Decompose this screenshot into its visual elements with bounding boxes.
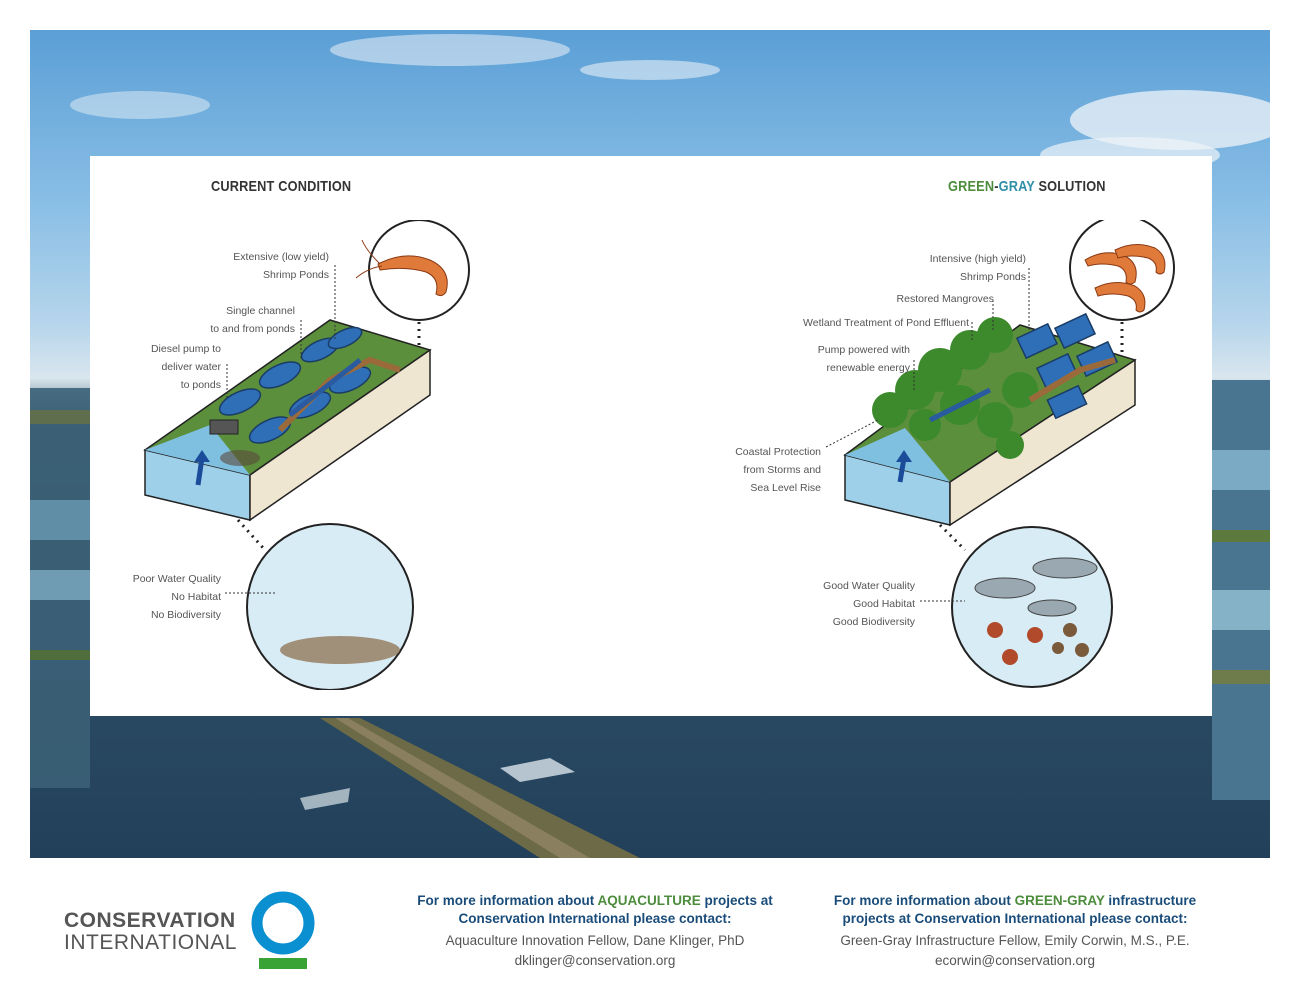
contact-greengray: For more information about GREEN-GRAY in… (805, 892, 1225, 970)
label-diesel-pump: Diesel pump to deliver water to ponds (151, 340, 221, 394)
logo-line-2: INTERNATIONAL (64, 931, 237, 954)
label-line: Shrimp Ponds (263, 269, 329, 281)
contact-greengray-line1: For more information about GREEN-GRAY in… (805, 892, 1225, 910)
contact-aquaculture: For more information about AQUACULTURE p… (395, 892, 795, 970)
label-line: Poor Water Quality (132, 573, 221, 585)
label-pump-renewable: Pump powered with renewable energy (818, 341, 910, 377)
label-extensive-ponds: Extensive (low yield) Shrimp Ponds (233, 248, 329, 284)
contact-greengray-line2: projects at Conservation International p… (842, 911, 1188, 926)
label-line: Good Habitat (853, 598, 915, 610)
green-gray-solution-heading: GREEN-GRAY SOLUTION (948, 178, 1106, 195)
highlight-greengray: GREEN-GRAY (1014, 893, 1105, 908)
label-line: from Storms and (743, 464, 821, 476)
label-line: Coastal Protection (735, 446, 821, 458)
line-text: For more information about (417, 893, 598, 908)
fish-icon (974, 557, 1098, 617)
contact-aquaculture-name: Aquaculture Innovation Fellow, Dane Klin… (445, 933, 745, 948)
label-coastal-protection: Coastal Protection from Storms and Sea L… (735, 443, 821, 497)
highlight-aquaculture: AQUACULTURE (597, 893, 701, 908)
contact-aquaculture-email[interactable]: dklinger@conservation.org (514, 953, 676, 968)
contact-greengray-name: Green-Gray Infrastructure Fellow, Emily … (840, 933, 1190, 948)
heading-green-word: GREEN (948, 178, 995, 195)
heading-gray-word: GRAY (998, 178, 1035, 195)
label-line: Single channel (226, 305, 295, 317)
shrimp-icon (355, 239, 448, 297)
label-line: Intensive (high yield) (929, 253, 1026, 265)
contact-aquaculture-line2: Conservation International please contac… (458, 911, 732, 926)
label-line: renewable energy (826, 362, 910, 374)
label-single-channel: Single channel to and from ponds (210, 302, 295, 338)
heading-dash: - (994, 178, 999, 195)
crab-icon (987, 622, 1043, 665)
current-condition-illustration (143, 220, 470, 690)
label-intensive-ponds: Intensive (high yield) Shrimp Ponds (930, 250, 1026, 286)
shellfish-icon (1052, 623, 1089, 657)
line-text: projects at (700, 893, 773, 908)
label-line: Good Water Quality (823, 580, 915, 592)
label-good-water: Good Water Quality Good Habitat Good Bio… (823, 577, 915, 631)
ci-logo-wordmark: CONSERVATION INTERNATIONAL (64, 910, 237, 954)
label-line: Good Biodiversity (832, 616, 915, 628)
aerial-scene (30, 34, 1270, 858)
label-restored-mangroves: Restored Mangroves (896, 293, 994, 305)
contact-greengray-email[interactable]: ecorwin@conservation.org (934, 953, 1096, 968)
label-line: No Biodiversity (150, 609, 221, 621)
label-line: Extensive (low yield) (233, 251, 329, 263)
current-condition-heading: CURRENT CONDITION (211, 178, 352, 195)
label-line: Pump powered with (817, 344, 910, 356)
label-poor-water: Poor Water Quality No Habitat No Biodive… (133, 570, 221, 624)
logo-line-1: CONSERVATION (64, 909, 236, 932)
label-line: Shrimp Ponds (960, 271, 1026, 283)
shrimp-circle (1069, 220, 1175, 321)
label-line: Diesel pump to (150, 343, 221, 355)
label-line: to ponds (180, 379, 221, 391)
diesel-pump-icon (209, 419, 239, 435)
green-gray-illustration (843, 220, 1175, 688)
label-line: deliver water (161, 361, 221, 373)
line-text: infrastructure (1104, 893, 1197, 908)
contact-aquaculture-line1: For more information about AQUACULTURE p… (395, 892, 795, 910)
heading-rest: SOLUTION (1034, 178, 1106, 195)
label-line: to and from ponds (210, 323, 295, 335)
label-wetland-treatment: Wetland Treatment of Pond Effluent (803, 317, 969, 329)
mangroves-icon (872, 317, 1038, 459)
line-text: For more information about (833, 893, 1015, 908)
label-line: Sea Level Rise (750, 482, 821, 494)
label-line: No Habitat (171, 591, 221, 603)
shrimp-group-icon (1084, 244, 1166, 313)
ci-logo-icon (251, 891, 315, 969)
